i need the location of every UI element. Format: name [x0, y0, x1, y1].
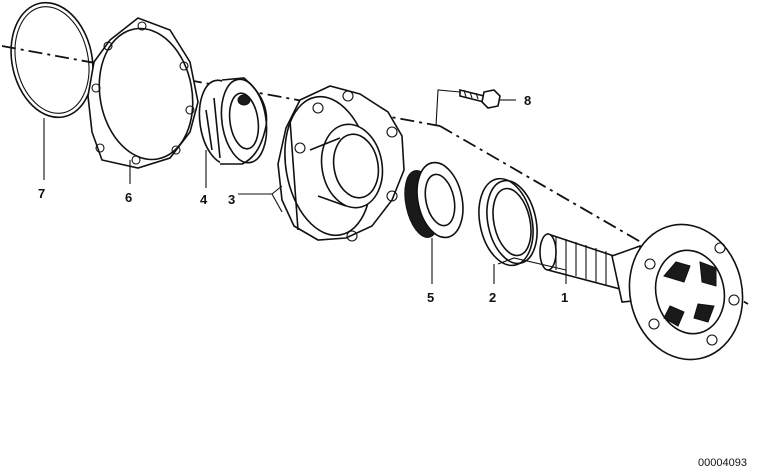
- document-number: 00004093: [698, 457, 747, 469]
- callout-5: 5: [427, 290, 434, 305]
- callout-8: 8: [524, 93, 531, 108]
- callout-6: 6: [125, 190, 132, 205]
- shaft-seal-part: [404, 161, 464, 239]
- bearing-housing-part: [277, 85, 405, 242]
- callout-2: 2: [489, 290, 496, 305]
- hex-bolt-part: [459, 88, 501, 109]
- output-flange-shaft-part: [539, 223, 744, 361]
- ball-bearing-part: [198, 77, 268, 165]
- callout-4: 4: [200, 192, 208, 207]
- leader-lines: [43, 89, 567, 284]
- gasket-part: [87, 17, 199, 169]
- callout-3: 3: [228, 192, 235, 207]
- callout-7: 7: [38, 186, 45, 201]
- spacer-ring-part: [478, 177, 538, 267]
- o-ring-part: [10, 1, 94, 119]
- callout-1: 1: [561, 290, 568, 305]
